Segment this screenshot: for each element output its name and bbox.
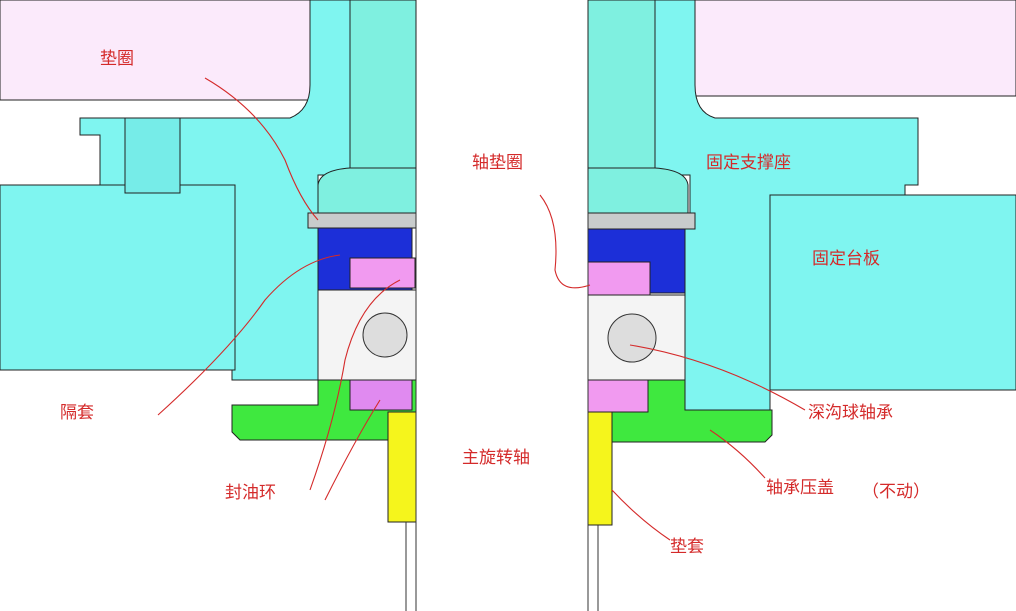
label-deep-groove-ball-bearing: 深沟球轴承 <box>808 403 893 423</box>
label-fixed-support-seat: 固定支撑座 <box>706 153 791 173</box>
leader-cover <box>709 429 766 479</box>
leader-spacer <box>157 254 341 416</box>
label-fixed-platen: 固定台板 <box>812 249 880 269</box>
bearing-ball-left <box>362 312 408 358</box>
pad-sleeve-right <box>587 411 613 526</box>
leader-washer <box>204 77 319 221</box>
bolt-left <box>124 117 181 194</box>
fixed-platen-left <box>0 184 236 371</box>
leader-shaft-washer <box>539 194 591 289</box>
pad-sleeve-left <box>387 411 417 523</box>
oil-seal-ring-lower-right <box>587 379 649 413</box>
leader-pad <box>611 489 671 541</box>
bearing-ball-right <box>607 313 657 363</box>
label-shaft-washer: 轴垫圈 <box>472 153 523 173</box>
oil-seal-ring-upper-right <box>587 261 651 296</box>
main-shaft-left <box>349 0 417 181</box>
leader-oil-seal-2 <box>324 399 381 501</box>
label-spacer-sleeve: 隔套 <box>60 403 94 423</box>
label-pad-sleeve: 垫套 <box>670 537 704 557</box>
washer-right <box>587 212 696 230</box>
leader-bearing <box>629 344 806 411</box>
shaft-collar-right <box>587 167 689 216</box>
label-bearing-cover: 轴承压盖 <box>766 478 834 498</box>
label-main-rotating-shaft: 主旋转轴 <box>462 448 530 468</box>
label-stationary-note: （不动） <box>862 482 930 502</box>
upper-plate-right <box>689 0 1016 97</box>
oil-seal-ring-upper-left <box>349 257 416 289</box>
washer-left <box>307 212 417 229</box>
leader-oil-seal-1 <box>309 279 401 491</box>
label-oil-seal-ring: 封油环 <box>225 483 276 503</box>
oil-seal-ring-lower-left <box>349 379 413 411</box>
shaft-collar-left <box>317 167 417 216</box>
label-washer: 垫圈 <box>100 49 134 69</box>
main-shaft-right <box>587 0 656 181</box>
fixed-platen-right <box>769 194 1016 391</box>
upper-plate-left <box>0 0 316 101</box>
